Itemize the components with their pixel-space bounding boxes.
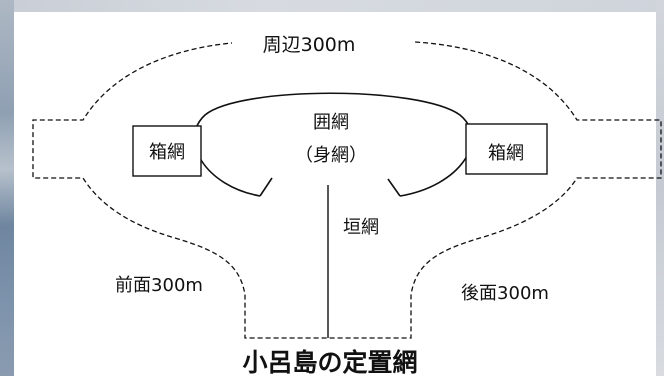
surrounding-net-label: 囲網 <box>313 112 349 133</box>
box-net-right <box>465 123 548 175</box>
fence-net-label-backdrop <box>332 214 390 240</box>
perimeter-boundary <box>32 41 662 339</box>
background-photo-strip-right <box>656 0 664 376</box>
diagram-title: 小呂島の定置網 <box>242 348 417 376</box>
box-net-left-label: 箱網 <box>149 142 185 163</box>
diagram-background <box>14 12 656 376</box>
net-entrance-left-lip <box>259 177 273 197</box>
title-backdrop <box>214 343 446 376</box>
perimeter-label: 周辺300m <box>263 34 356 56</box>
net-entrance-right-lip <box>387 178 401 197</box>
box-net-left <box>132 125 202 177</box>
background-photo-strip-top <box>0 0 664 12</box>
body-net-label: （身網） <box>295 145 367 166</box>
fence-net-label: 垣網 <box>343 217 379 238</box>
front-distance-label: 前面300m <box>115 275 203 296</box>
box-net-right-label: 箱網 <box>488 143 524 164</box>
perimeter-label-backdrop <box>232 30 392 56</box>
rear-distance-label: 後面300m <box>461 283 549 304</box>
background-photo-strip-left <box>0 0 14 376</box>
